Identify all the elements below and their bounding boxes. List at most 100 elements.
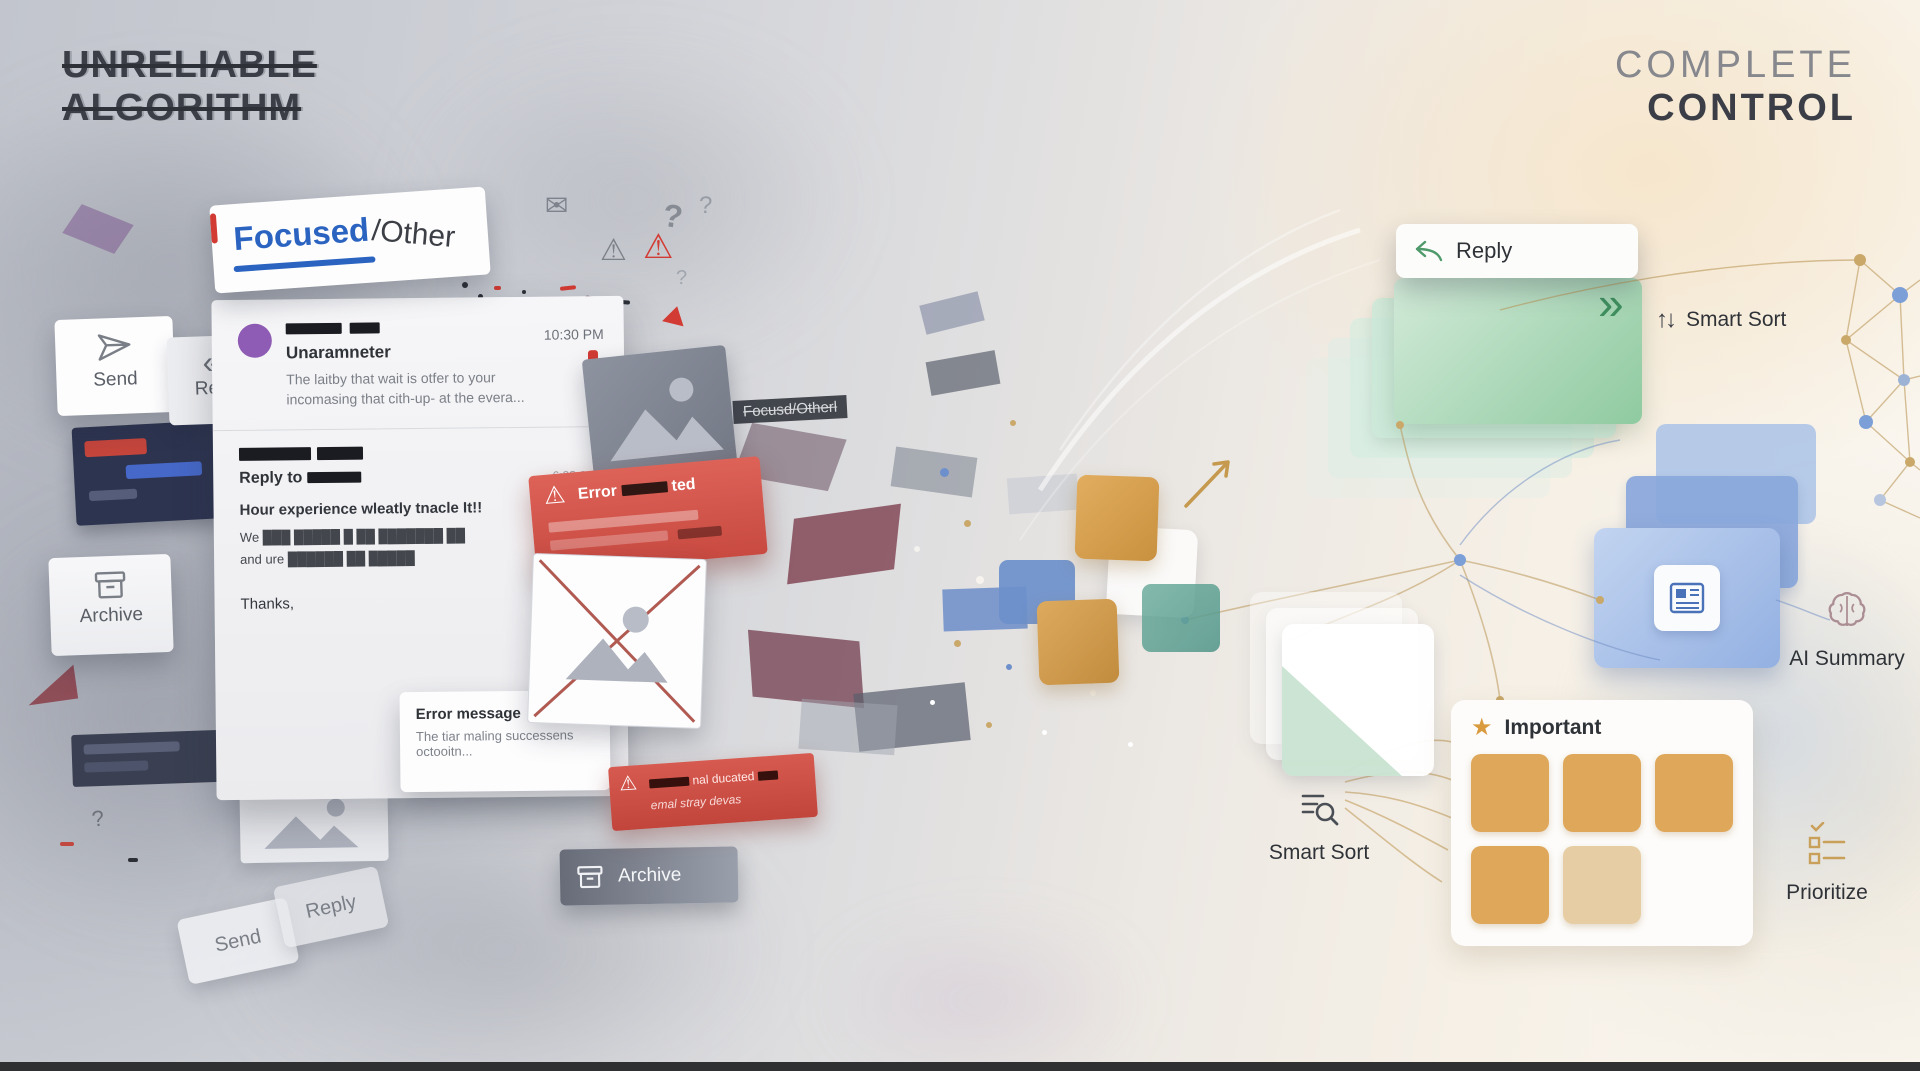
important-tile[interactable]	[1471, 846, 1549, 924]
glitch-bar	[209, 213, 218, 244]
ai-summary-label: AI Summary	[1789, 647, 1905, 670]
divider	[212, 425, 625, 432]
paper-plane-icon	[97, 334, 131, 361]
important-tile[interactable]	[1655, 754, 1733, 832]
image-placeholder-card	[581, 344, 739, 488]
tab-focused-label[interactable]: Focused	[232, 210, 371, 258]
right-headline-line1: COMPLETE	[1614, 44, 1856, 86]
important-grid	[1471, 754, 1737, 924]
green-triangle	[1282, 666, 1402, 776]
censor-bar	[349, 322, 380, 334]
error-banner-prefix: Error	[577, 482, 618, 503]
censor-bar	[620, 481, 668, 497]
important-tile[interactable]	[1563, 754, 1641, 832]
glitch-card-fragment	[71, 420, 225, 526]
left-headline-line1: UNRELIABLE	[62, 44, 317, 86]
reply-card[interactable]: Reply	[1396, 224, 1638, 278]
debris-shape	[919, 291, 985, 335]
censor-bar	[648, 776, 690, 789]
warning-icon-red: ⚠	[643, 228, 674, 266]
thread-closing: Thanks,	[240, 595, 295, 613]
left-headline-line2: ALGORITHM	[62, 86, 302, 129]
question-mark: ?	[660, 196, 685, 236]
tab-other-label[interactable]: /Other	[370, 213, 457, 255]
glitch-dash	[128, 858, 138, 862]
thread-line: and ure ██████ ██ █████	[240, 550, 415, 567]
archive-button[interactable]: Archive	[48, 553, 174, 657]
error-banner-bar	[677, 525, 723, 540]
important-tile[interactable]	[1563, 846, 1641, 924]
alert-banner-line1: nal ducated	[648, 767, 779, 790]
question-mark: ?	[699, 192, 713, 219]
archive-bar-label: Archive	[617, 864, 682, 887]
email-preview-line: The laitby that wait is otfer to your	[286, 369, 496, 388]
reply-button-tilted[interactable]: Reply	[272, 865, 390, 949]
broken-image-card	[527, 553, 707, 729]
censor-bar	[316, 446, 364, 461]
archive-box-icon	[577, 865, 603, 889]
alert-banner-text1: nal ducated	[691, 769, 755, 788]
green-card-front: «	[1394, 277, 1642, 424]
debris-shape	[787, 503, 901, 585]
brain-icon	[1828, 592, 1866, 626]
reply-to-label: Reply to	[239, 469, 303, 487]
archive-button-label: Archive	[79, 603, 144, 628]
thread-line: Hour experience wleatly tnacle It!!	[239, 499, 483, 519]
sort-arrows-icon: ↑↓	[1656, 306, 1677, 333]
censor-bar	[306, 471, 361, 484]
debris-shape	[747, 629, 865, 709]
white-card-front	[1282, 624, 1434, 776]
envelope-icon: ✉	[545, 190, 569, 221]
alert-banner-line2: emal stray devas	[650, 792, 742, 813]
send-button-label: Send	[92, 368, 139, 391]
ai-summary-group: AI Summary	[1772, 588, 1920, 671]
broken-image-icon	[533, 559, 701, 723]
important-tile[interactable]	[1471, 754, 1549, 832]
image-placeholder-small	[239, 780, 389, 864]
checklist-icon	[1808, 821, 1846, 865]
alert-banner: ⚠ nal ducated emal stray devas	[608, 752, 818, 832]
archive-box-icon	[94, 571, 126, 599]
transition-square-gold	[1036, 598, 1120, 686]
glitch-dash	[60, 842, 74, 846]
email-preview-line: incomasing that cith-up- at the evera...	[286, 388, 525, 408]
warning-icon: ⚠	[600, 234, 627, 267]
reply-arrow-icon	[1415, 240, 1443, 262]
debris-shape	[890, 446, 978, 498]
censor-bar	[285, 322, 342, 335]
censor-bar	[757, 770, 779, 782]
important-panel: ★ Important	[1451, 700, 1753, 946]
smart-sort-left-group: Smart Sort	[1254, 786, 1384, 865]
bottom-edge-bar	[0, 1062, 1920, 1071]
debris-shape	[23, 664, 79, 706]
warning-icon-white: ⚠	[618, 772, 638, 796]
smart-sort-top-label: Smart Sort	[1686, 308, 1787, 331]
reply-tilted-label: Reply	[303, 890, 359, 923]
send-button[interactable]: Send	[54, 315, 176, 417]
left-headline: UNRELIABLE ALGORITHM	[62, 44, 317, 129]
transition-square-teal	[1142, 584, 1220, 652]
smoke-cloud	[820, 920, 1140, 1071]
right-headline: COMPLETE CONTROL	[1615, 44, 1856, 129]
tab-focused-underline	[233, 256, 376, 273]
email-time: 10:30 PM	[543, 326, 604, 343]
mountain-image-icon	[264, 798, 359, 849]
error-banner-bar	[549, 530, 669, 551]
prioritize-group: Prioritize	[1762, 821, 1892, 905]
reply-card-label: Reply	[1456, 238, 1513, 263]
transition-square-gold	[1074, 474, 1160, 562]
error-banner-suffix: ted	[670, 475, 697, 495]
email-sender: Unaramneter	[285, 342, 391, 363]
prioritize-label: Prioritize	[1786, 881, 1868, 904]
debris-shape	[62, 204, 134, 254]
focused-other-tab[interactable]: Focused /Other	[209, 186, 491, 294]
mountain-image-icon	[610, 377, 724, 462]
thread-line: We ███ █████ █ ██ ███████ ██	[239, 527, 466, 545]
archive-bar-button[interactable]: Archive	[559, 846, 739, 906]
censor-bar	[238, 447, 312, 461]
error-message-body-line: octooitn...	[416, 743, 473, 760]
question-mark: ?	[676, 267, 688, 289]
debris-shape	[798, 698, 898, 756]
right-headline-line2: CONTROL	[1647, 86, 1856, 129]
